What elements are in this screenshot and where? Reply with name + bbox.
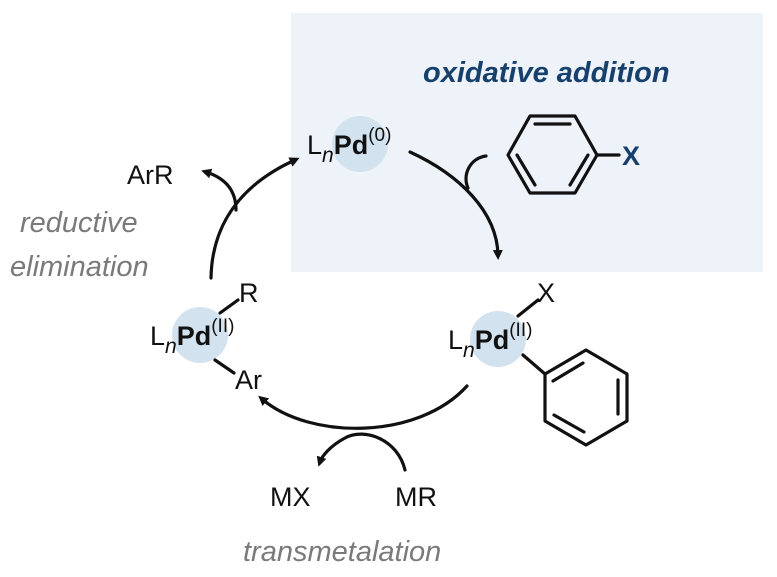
pd-oa-complex: LnPd(II) X	[448, 278, 629, 447]
pd-tm-ar: Ar	[235, 365, 262, 395]
transmetalation-arrow	[258, 384, 469, 430]
svg-text:LnPd(II): LnPd(II)	[448, 320, 532, 362]
pd-tm-r: R	[239, 278, 259, 308]
arr-release-arrow	[201, 168, 238, 212]
reductive-elimination-arrow	[209, 157, 300, 280]
aryl-halide-x: X	[622, 141, 640, 171]
aryl-halide: X	[506, 114, 640, 195]
pd-tm-complex: LnPd(II) R Ar	[150, 278, 262, 395]
mr-incoming-arrow	[316, 432, 407, 472]
pd0-complex: LnPd(0)	[307, 125, 391, 167]
product-arr: ArR	[127, 160, 174, 190]
pd-tm-circle	[172, 307, 228, 363]
oxidative-addition-arrow	[408, 150, 503, 260]
transmetalation-label: transmetalation	[243, 536, 441, 568]
pd-oa-x: X	[537, 278, 555, 308]
reductive-elimination-label-line2: elimination	[10, 251, 149, 283]
reagent-mr: MR	[395, 482, 437, 512]
oxidative-addition-label: oxidative addition	[423, 57, 670, 89]
svg-text:LnPd(0): LnPd(0)	[307, 125, 391, 167]
reductive-elimination-label-line1: reductive	[20, 207, 138, 239]
aryl-halide-incoming-arrow	[464, 154, 488, 190]
pd0-circle	[332, 116, 388, 172]
byproduct-mx: MX	[270, 482, 311, 512]
pd-oa-circle	[470, 311, 526, 367]
svg-text:LnPd(II): LnPd(II)	[150, 316, 234, 358]
